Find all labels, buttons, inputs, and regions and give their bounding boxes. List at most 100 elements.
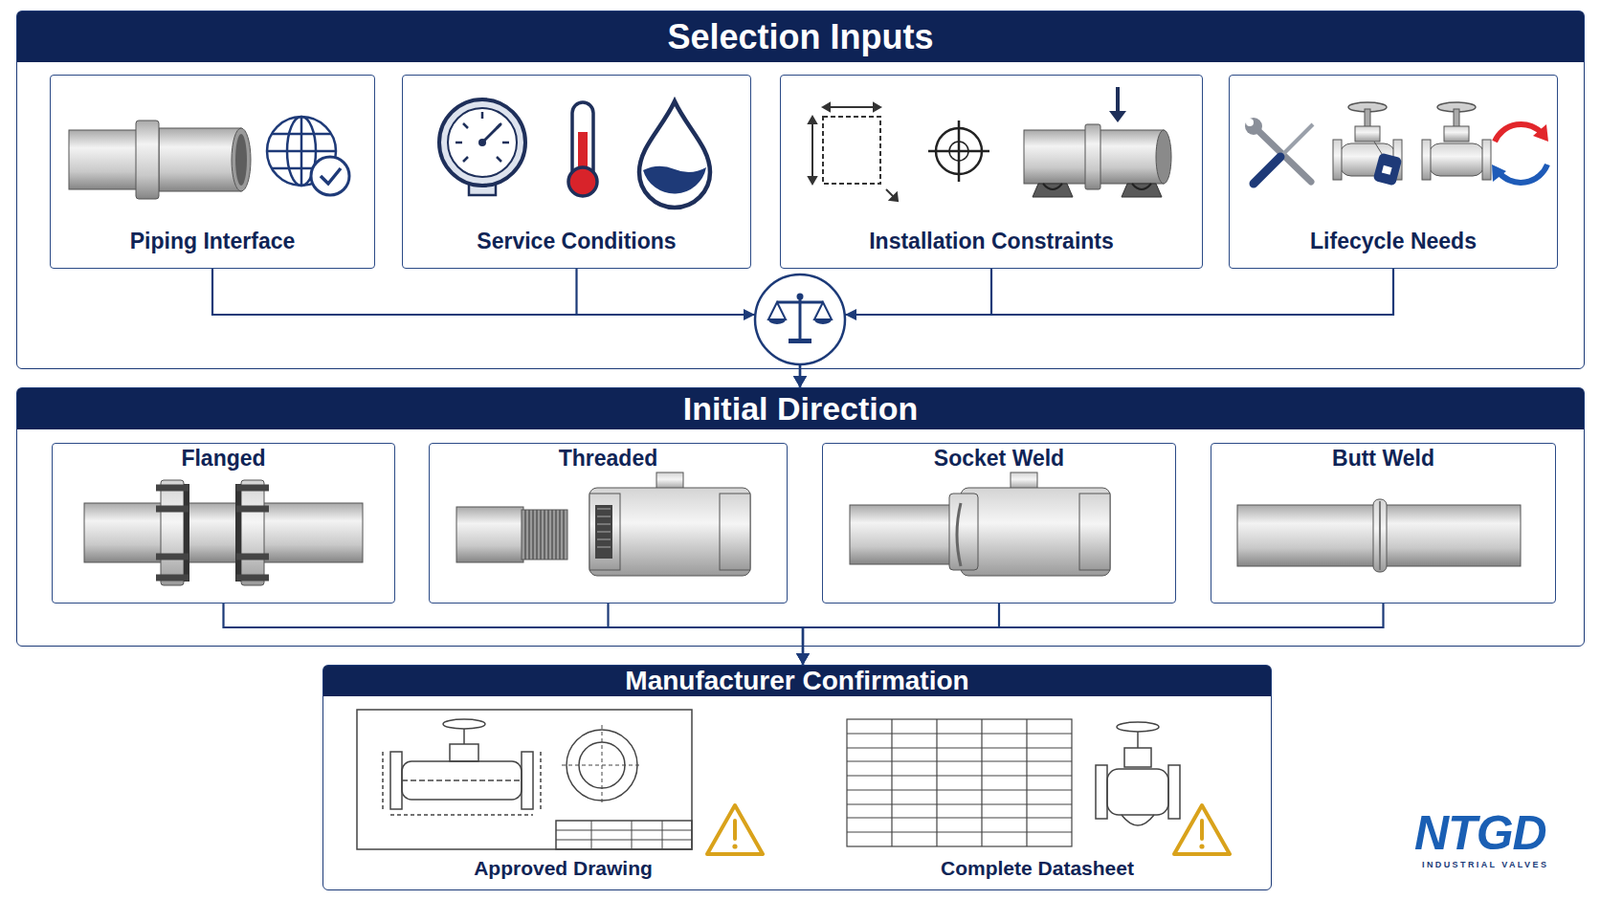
drawing-sheet-icon <box>555 821 692 850</box>
box-label: Complete Datasheet <box>940 857 1134 881</box>
supported-pipe-icon <box>1115 87 1120 113</box>
dimension-icon <box>808 103 898 201</box>
dimension-icon <box>822 106 881 109</box>
supported-pipe-icon <box>1085 124 1101 190</box>
supported-pipe-icon <box>1109 111 1127 123</box>
liquid-drop-icon <box>639 101 711 208</box>
dimension-icon <box>822 103 881 112</box>
tools-icon <box>1244 117 1263 135</box>
connector-line <box>223 603 804 666</box>
box-label: Service Conditions <box>476 228 676 255</box>
input-box: Piping Interface <box>49 74 376 269</box>
pressure-gauge-icon <box>439 99 526 196</box>
arrow-head <box>793 376 807 388</box>
option-box: Socket Weld <box>822 443 1177 604</box>
balance-symbol <box>755 274 845 365</box>
input-box: Service Conditions <box>401 74 752 269</box>
drawing-sheet-icon <box>443 719 486 730</box>
warning-sign <box>1174 805 1230 855</box>
valve-sketch-icon <box>1116 722 1159 733</box>
warning-sign <box>707 805 763 855</box>
drawing-sheet-icon <box>356 710 692 850</box>
box-label: Butt Weld <box>1332 445 1435 472</box>
flow-connector <box>608 603 811 666</box>
balance-symbol <box>768 319 832 325</box>
flanged-joint-icon <box>84 503 363 563</box>
box-label: Installation Constraints <box>868 228 1114 255</box>
globe-check-icon <box>320 168 341 184</box>
document-box: Approved Drawing <box>345 706 781 887</box>
tools-icon <box>1244 117 1313 184</box>
supported-pipe-icon <box>1155 130 1172 184</box>
liquid-drop-icon <box>643 166 707 195</box>
balance-symbol <box>743 274 857 365</box>
thermometer-icon <box>568 102 598 197</box>
box-label: Threaded <box>558 445 659 472</box>
flanged-joint-icon <box>183 484 190 582</box>
pressure-gauge-icon <box>447 108 517 178</box>
drawing-sheet-icon <box>401 761 522 800</box>
globe-check-icon <box>266 116 350 196</box>
arrow-head <box>796 653 810 666</box>
box-label: Lifecycle Needs <box>1310 228 1477 255</box>
socket-weld-icon <box>956 503 961 567</box>
pressure-gauge-icon <box>439 99 526 186</box>
warning-sign <box>733 821 737 840</box>
option-box: Butt Weld <box>1210 443 1556 604</box>
warning-sign <box>707 805 763 855</box>
dimension-icon <box>822 116 881 184</box>
butt-weld-icon <box>1373 499 1387 573</box>
connector-line <box>212 268 800 388</box>
input-box: Lifecycle Needs <box>1228 74 1558 269</box>
stage-panel: Selection InputsPiping InterfaceService … <box>16 10 1585 370</box>
threaded-end-icon <box>589 493 621 571</box>
stage-panel: Manufacturer ConfirmationApproved Drawin… <box>322 665 1272 891</box>
socket-weld-icon <box>849 505 963 565</box>
butt-weld-icon <box>1378 501 1381 571</box>
box-label: Approved Drawing <box>473 857 653 881</box>
valve-lock-icon <box>1333 139 1342 180</box>
drawing-sheet-icon <box>356 710 692 850</box>
cycle-arrows-icon <box>1533 124 1549 142</box>
input-box: Installation Constraints <box>779 74 1203 269</box>
valve-lock-icon <box>1381 165 1393 176</box>
valve-icon <box>1444 126 1469 142</box>
stage-title: Manufacturer Confirmation <box>323 666 1271 697</box>
option-box: Threaded <box>428 443 788 604</box>
drawing-sheet-icon <box>561 725 643 806</box>
arrow-head <box>796 653 810 666</box>
arrow-head <box>796 653 810 666</box>
balance-symbol <box>768 302 832 320</box>
supported-pipe-icon <box>1043 183 1152 190</box>
tools-icon <box>1280 124 1313 157</box>
box-label: Piping Interface <box>130 228 296 255</box>
flow-connector <box>796 603 1384 666</box>
pipe-coupling-icon <box>231 128 251 192</box>
arrow-head <box>796 653 810 666</box>
flanged-joint-icon <box>155 488 269 578</box>
valve-lock-icon <box>1373 152 1403 186</box>
valve-icon <box>1422 139 1431 180</box>
socket-weld-icon <box>1079 493 1111 571</box>
valve-icon <box>1482 139 1491 180</box>
valve-sketch-icon <box>1107 769 1169 816</box>
warning-sign <box>1200 821 1204 840</box>
threaded-end-icon <box>597 509 611 548</box>
connector-line <box>608 603 804 666</box>
datasheet-table-icon <box>891 719 1027 847</box>
datasheet-table-icon <box>846 733 1072 833</box>
threaded-end-icon <box>521 510 568 560</box>
supported-pipe-icon <box>1032 183 1162 198</box>
valve-sketch-icon <box>1168 765 1180 820</box>
threaded-end-icon <box>456 472 751 577</box>
drawing-sheet-icon <box>463 729 466 745</box>
document-box: Complete Datasheet <box>812 706 1263 887</box>
globe-check-icon <box>311 156 350 196</box>
connector-line <box>802 603 1000 666</box>
drawing-sheet-icon <box>555 821 692 850</box>
stage-title: Initial Direction <box>17 388 1584 430</box>
warning-sign <box>1174 805 1230 855</box>
option-box: Flanged <box>51 443 396 604</box>
pipe-coupling-icon <box>68 120 251 200</box>
pressure-gauge-icon <box>482 124 501 143</box>
